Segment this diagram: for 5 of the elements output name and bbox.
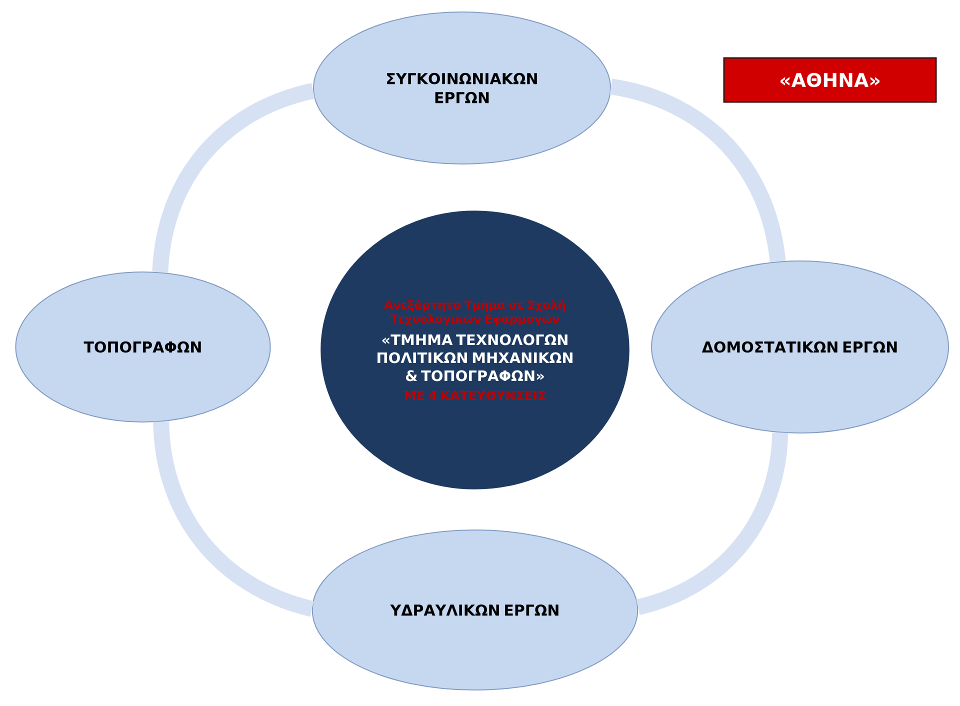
ring-segment [153, 421, 314, 617]
ring-segment [152, 83, 316, 273]
ring-segment [636, 432, 788, 615]
ring-segment [609, 78, 786, 263]
city-banner: «ΑΘΗΝΑ» [723, 57, 937, 103]
